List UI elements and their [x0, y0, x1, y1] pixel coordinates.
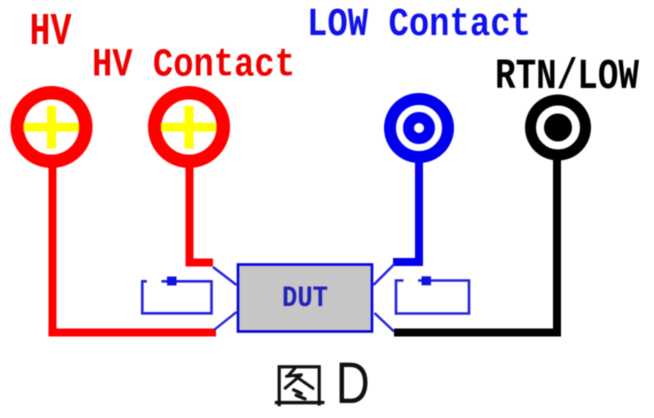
svg-text:HV Contact: HV Contact	[92, 44, 295, 89]
svg-text:DUT: DUT	[282, 282, 328, 316]
svg-text:LOW Contact: LOW Contact	[307, 3, 531, 48]
svg-text:D: D	[336, 351, 370, 416]
svg-text:RTN/LOW: RTN/LOW	[495, 53, 639, 101]
svg-text:HV: HV	[30, 7, 72, 58]
